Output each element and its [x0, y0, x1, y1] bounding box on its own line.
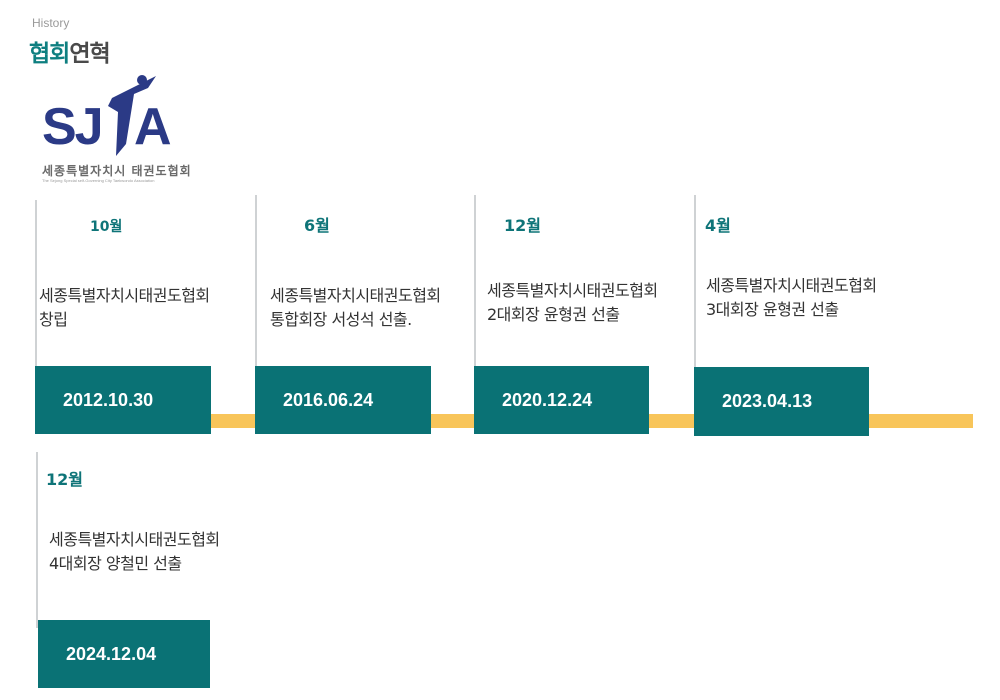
timeline-date: 2024.12.04	[38, 620, 210, 688]
timeline-date: 2016.06.24	[255, 366, 431, 434]
timeline-month: 12월	[46, 470, 83, 489]
timeline-date-text: 2023.04.13	[722, 391, 813, 411]
timeline-item-line	[694, 195, 696, 367]
timeline-description: 세종특별자치시태권도협회 4대회장 양철민 선출	[49, 530, 220, 573]
sjta-logo: SJ A 세종특별자치시 태권도협회 The Sejong Special se…	[38, 72, 192, 190]
timeline-description: 세종특별자치시태권도협회 창립	[39, 286, 210, 329]
timeline-month: 4월	[705, 216, 731, 235]
timeline-month: 6월	[304, 216, 330, 235]
timeline-date: 2020.12.24	[474, 366, 649, 434]
svg-text:A: A	[134, 98, 172, 156]
timeline-item-line	[474, 195, 476, 367]
timeline-description: 세종특별자치시태권도협회 2대회장 윤형권 선출	[487, 281, 658, 324]
timeline-date-text: 2016.06.24	[283, 389, 374, 410]
timeline-month: 12월	[504, 216, 541, 235]
page-title-rest: 연혁	[69, 41, 110, 67]
timeline-month: 10월	[90, 219, 123, 235]
logo-subtitle: The Sejong Special self-Governing City T…	[42, 178, 155, 183]
timeline-description: 세종특별자치시태권도협회 통합회장 서성석 선출.	[270, 286, 441, 329]
timeline-date-text: 2024.12.04	[66, 643, 157, 664]
page-title-accent: 협회	[29, 41, 70, 67]
timeline-description: 세종특별자치시태권도협회 3대회장 윤형권 선출	[706, 276, 877, 319]
sjta-logo-mark: SJ A	[42, 75, 172, 156]
page-title: 협회연혁	[29, 34, 111, 68]
section-eyebrow: History	[32, 16, 70, 30]
timeline-date-text: 2020.12.24	[502, 389, 593, 410]
timeline-item-line	[35, 200, 37, 366]
timeline-date: 2012.10.30	[35, 366, 211, 434]
timeline-item-line	[255, 195, 257, 367]
timeline-date-text: 2012.10.30	[63, 389, 154, 410]
timeline-date: 2023.04.13	[694, 367, 869, 436]
timeline-item-line	[36, 452, 38, 628]
svg-text:SJ: SJ	[42, 98, 102, 156]
logo-name: 세종특별자치시 태권도협회	[42, 164, 192, 178]
